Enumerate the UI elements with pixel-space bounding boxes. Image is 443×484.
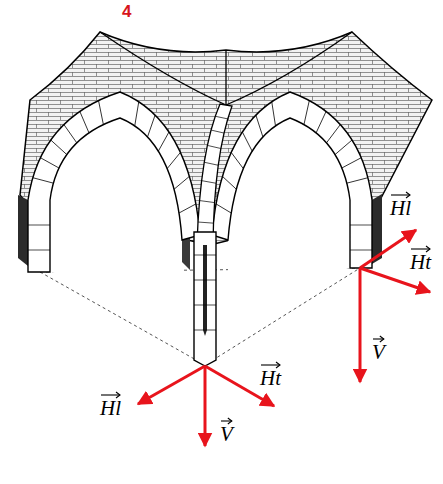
vector-arrow [220,417,233,425]
force-symbol: V [220,422,233,446]
rib-joints [198,116,228,223]
force-label: Ht [410,252,431,273]
figure-number: 4 [122,2,131,21]
force-label: V [372,342,385,363]
force-label: Hl [100,398,121,419]
force-symbol: V [372,340,385,364]
thrust-arrows [138,230,430,446]
pier-shade [18,195,28,266]
arch-band [28,92,200,272]
arch-band [212,92,372,268]
vector-arrow [372,335,385,343]
diagonal-rib [197,104,232,245]
force-symbol: Hl [100,396,121,420]
figure-number: 4 [122,3,131,20]
vector-arrow [390,191,411,199]
force-symbol: Ht [410,250,431,274]
force-label: V [220,424,233,445]
force-symbol: Hl [390,196,411,220]
front-pier [194,232,216,366]
pier-joints [28,225,372,330]
force-symbol: Ht [260,366,281,390]
vector-arrow [410,245,431,253]
force-label: Hl [390,198,411,219]
vector-arrow [260,361,281,369]
force-label: Ht [260,368,281,389]
vector-arrow [100,391,121,399]
pier-groove [203,245,207,336]
groin-lines [100,32,352,105]
